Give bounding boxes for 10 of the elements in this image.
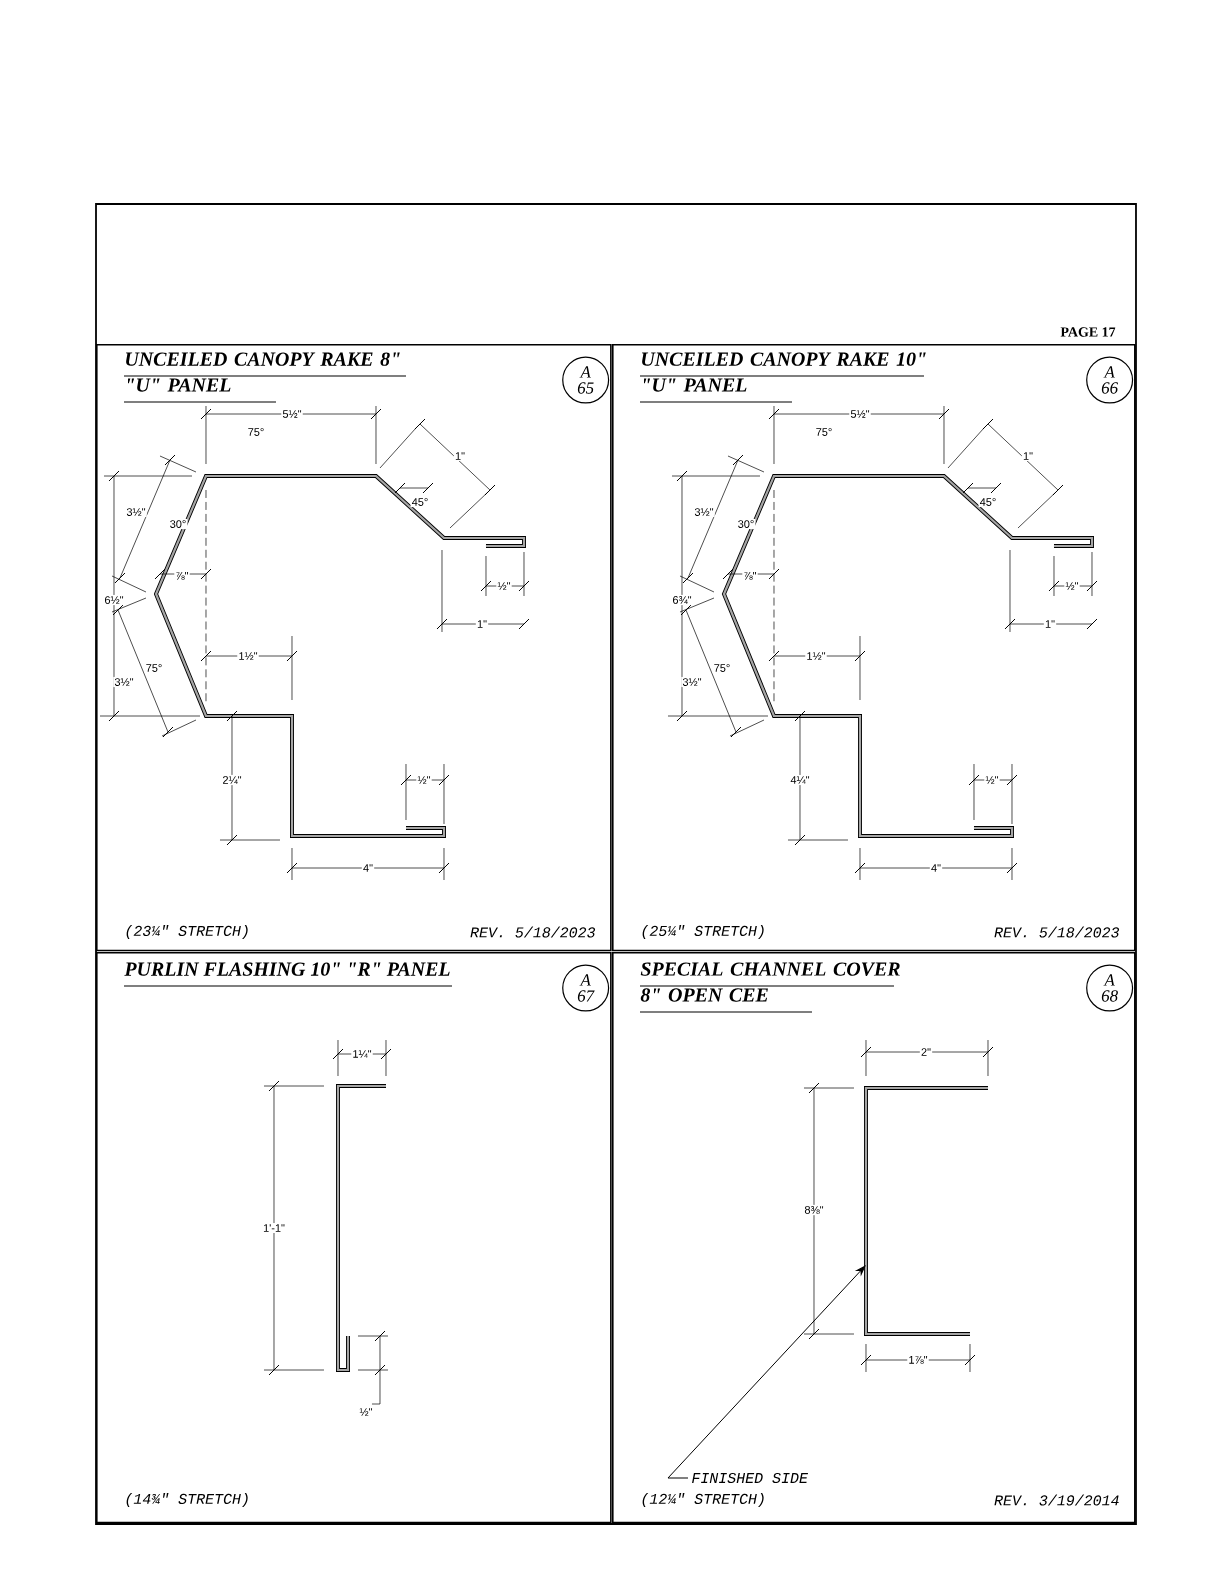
title: PURLIN FLASHING 10" "R" PANEL bbox=[123, 962, 453, 987]
panel bbox=[96, 952, 612, 1524]
leader-line bbox=[667, 1265, 866, 1479]
panel bbox=[612, 952, 1136, 1524]
title: UNCEILED CANOPY RAKE 8" "U" PANEL bbox=[123, 352, 407, 403]
panel bbox=[612, 344, 1136, 952]
title: SPECIAL CHANNEL COVER 8" OPEN CEE bbox=[639, 962, 900, 1013]
title: UNCEILED CANOPY RAKE 10" "U" PANEL bbox=[639, 352, 926, 403]
panel bbox=[96, 344, 612, 952]
channel-profile-drawing bbox=[864, 1086, 988, 1336]
